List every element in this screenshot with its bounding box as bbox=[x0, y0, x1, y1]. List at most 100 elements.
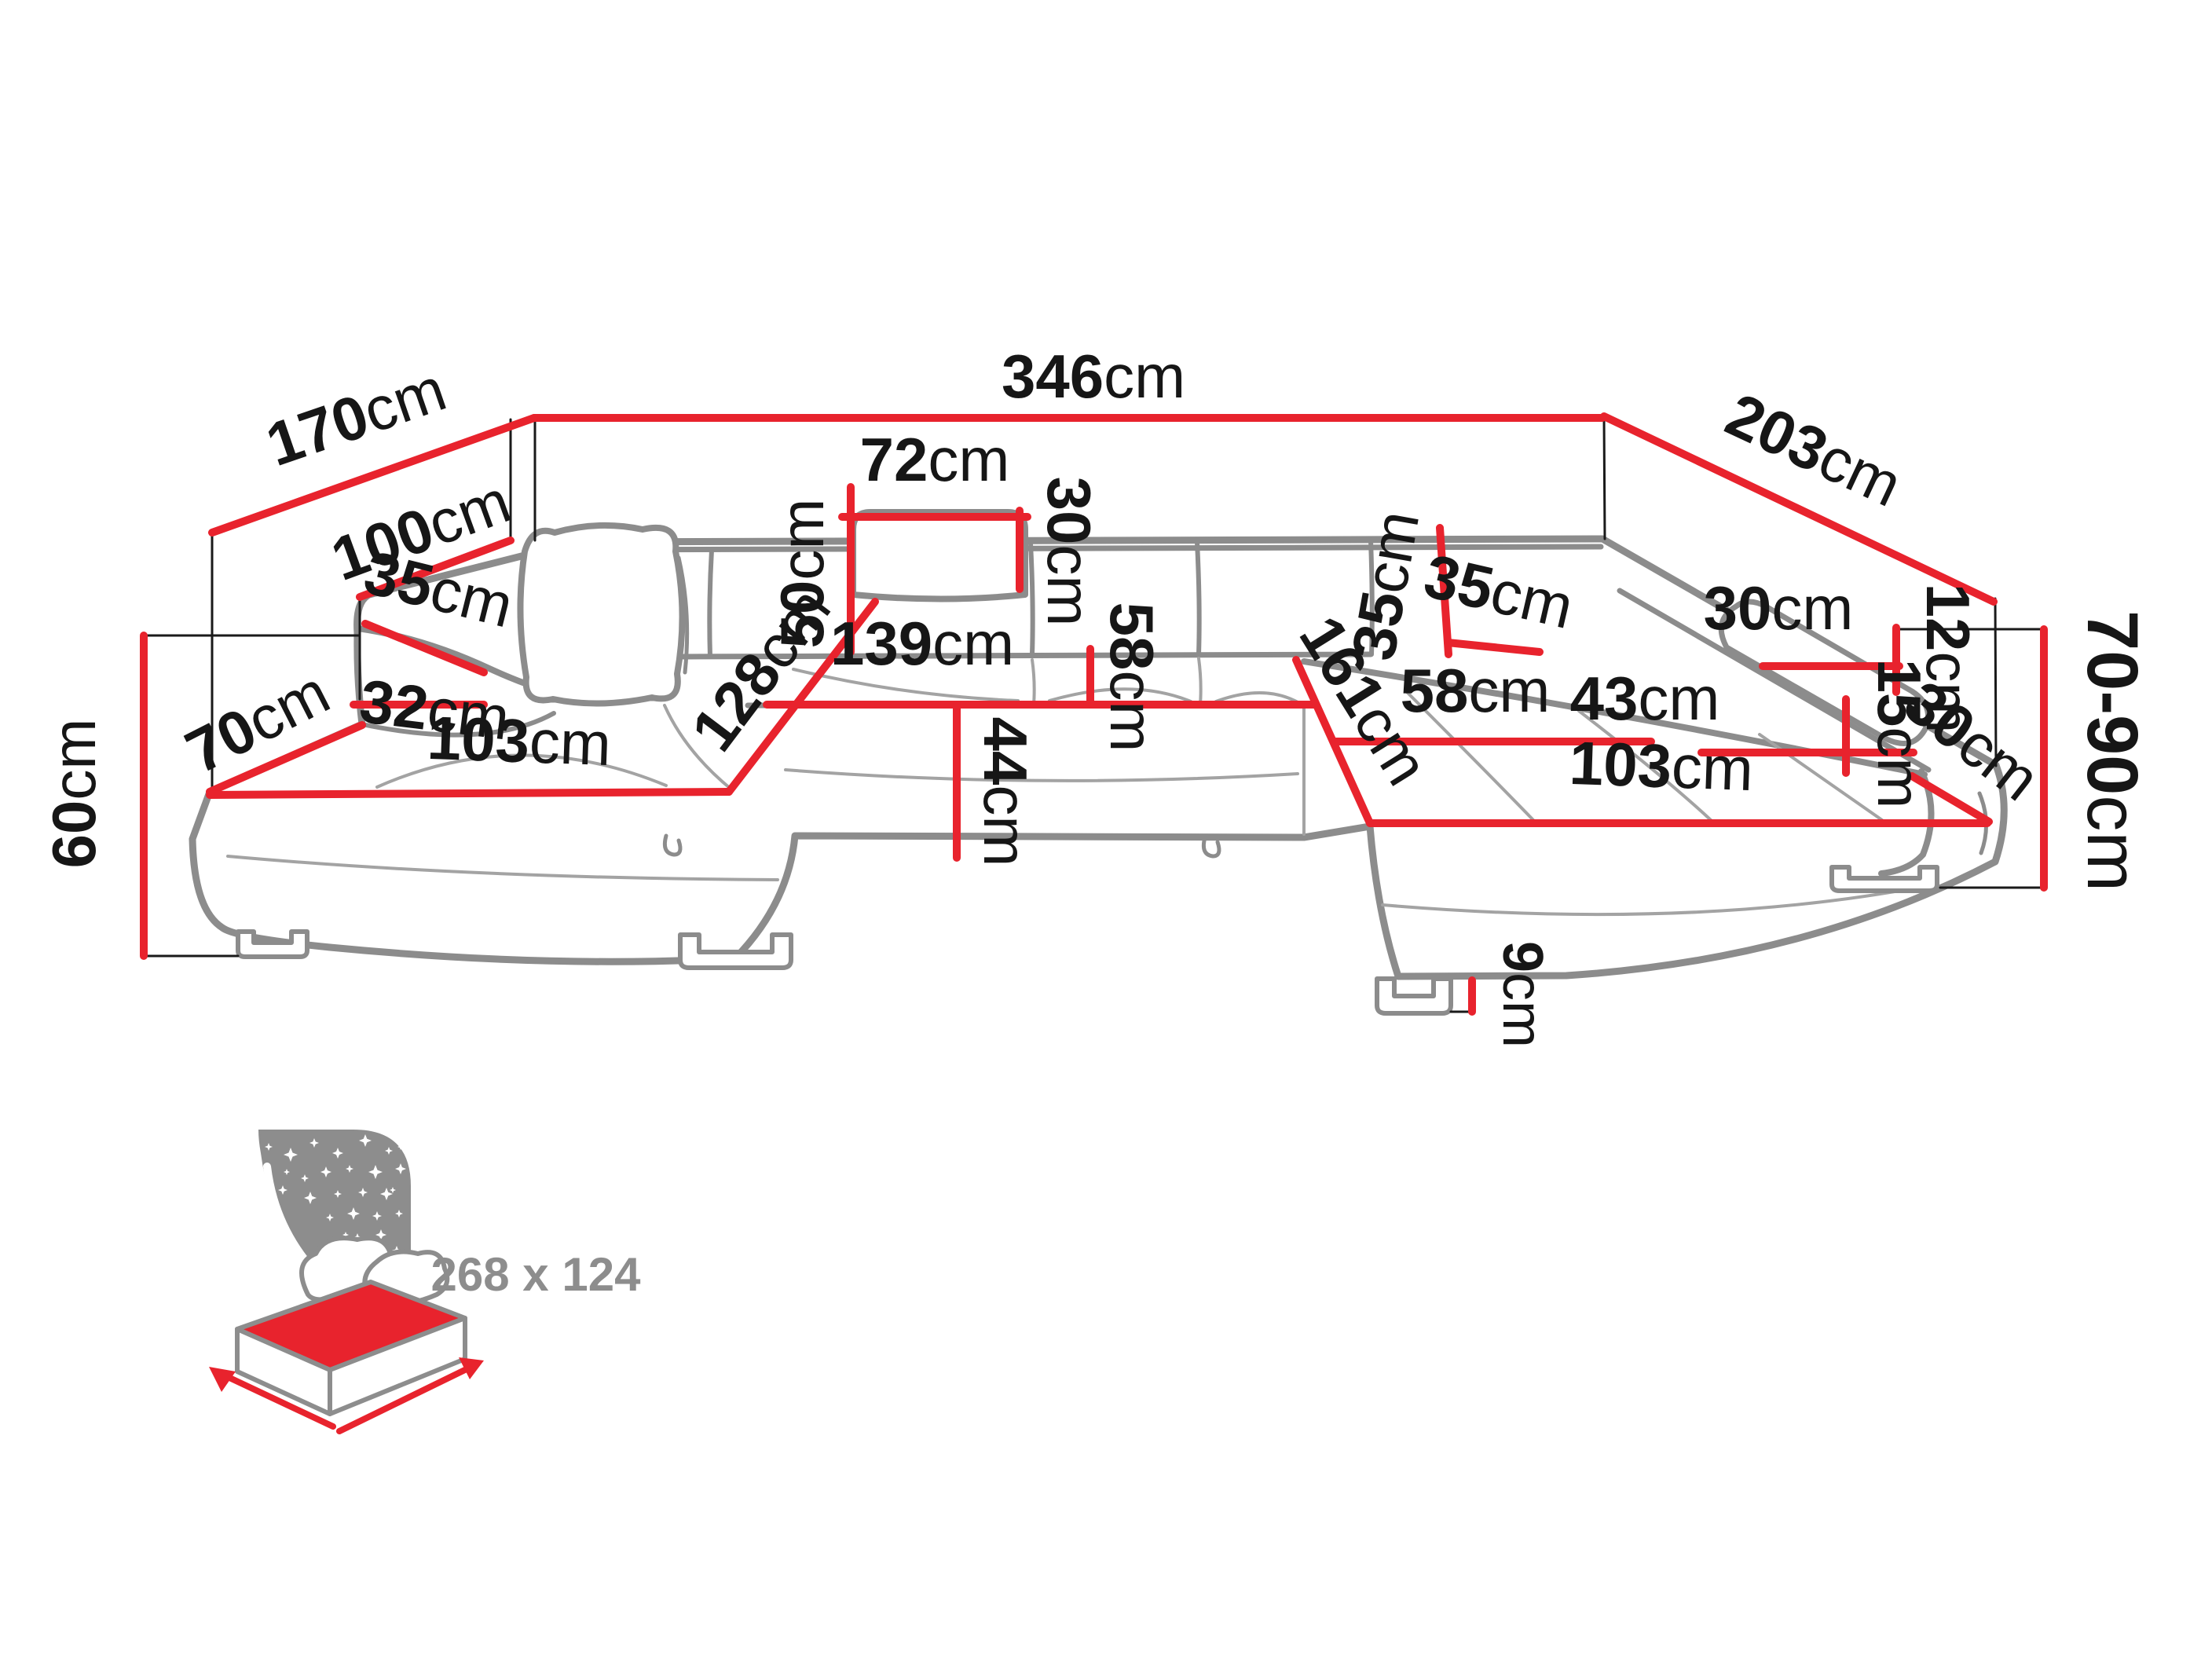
headrest-seam bbox=[707, 548, 714, 659]
chaise-right-tuft-arc bbox=[1404, 690, 1535, 822]
dimension-line-armrest-left-length bbox=[356, 537, 515, 601]
right-back-bolster bbox=[1718, 599, 1932, 746]
dimension-label-headrest-right-height: 35cm bbox=[1339, 506, 1433, 665]
length-arrow-icon bbox=[223, 1373, 336, 1430]
seat-tuft-arc bbox=[1214, 691, 1301, 705]
dimension-line-depth-left bbox=[208, 414, 538, 537]
dimension-label-back-gap-right: 15cm bbox=[1865, 659, 1934, 809]
dimension-label-seat-depth-right: 58cm bbox=[1401, 656, 1551, 725]
sofa-leg bbox=[1829, 865, 1939, 893]
dimension-label-seat-width-right: 103cm bbox=[1568, 728, 1754, 804]
armrest-left-front-line bbox=[360, 711, 556, 738]
star-icon bbox=[347, 1207, 360, 1220]
star-icon bbox=[309, 1138, 319, 1148]
star-icon bbox=[320, 1166, 331, 1177]
dimension-label-seat-cushion-height: 44cm bbox=[971, 717, 1040, 867]
star-icon bbox=[301, 1174, 309, 1182]
headrest-seam bbox=[1368, 538, 1375, 657]
adjustable-headrest bbox=[850, 509, 1028, 602]
star-icon bbox=[265, 1143, 273, 1151]
dimension-label-armrest-left-front: 32cm bbox=[356, 666, 513, 753]
chaise-left-tuft-arc bbox=[663, 704, 732, 790]
headrest-seam bbox=[1028, 541, 1035, 657]
dimension-label-depth-right: 203cm bbox=[1716, 379, 1912, 520]
star-icon bbox=[284, 1148, 298, 1162]
dimension-line-chaise-left-side bbox=[206, 721, 366, 796]
sofa-leg bbox=[1375, 976, 1453, 1016]
armrest-right-inner bbox=[1878, 768, 1935, 877]
dimension-label-back-width-right: 30cm bbox=[1704, 573, 1854, 643]
star-icon bbox=[395, 1210, 403, 1218]
dimension-line-armrest-left-top bbox=[361, 620, 488, 676]
dimension-line-headrest-right-height bbox=[1436, 524, 1452, 658]
dimension-label-seat-width-center: 139cm bbox=[830, 609, 1014, 678]
dimension-label-seat-width-left: 103cm bbox=[426, 703, 612, 778]
back-rail-line bbox=[578, 544, 1604, 553]
chaise-left-tuft-arc bbox=[375, 753, 668, 789]
dimension-label-armrest-left-top: 35cm bbox=[357, 537, 519, 641]
star-icon bbox=[359, 1134, 372, 1147]
dimension-label-headrest-width: 72cm bbox=[860, 425, 1010, 494]
right-back-inner-line bbox=[1617, 588, 1932, 773]
extension-line bbox=[1994, 597, 1998, 767]
star-icon bbox=[284, 1169, 290, 1175]
length-arrow-head bbox=[209, 1367, 236, 1392]
star-icon bbox=[385, 1147, 393, 1155]
headrest-seam bbox=[1195, 540, 1202, 657]
dimension-label-leg-height: 9cm bbox=[1491, 941, 1554, 1048]
star-icon bbox=[390, 1187, 396, 1193]
chaise-right-front-seam bbox=[1381, 884, 1928, 917]
dimension-label-seat-depth-center: 58cm bbox=[1097, 602, 1166, 753]
sofa-leg bbox=[678, 932, 793, 970]
dimension-label-depth-left: 170cm bbox=[258, 354, 454, 479]
star-icon bbox=[346, 1165, 353, 1173]
star-icon bbox=[368, 1165, 383, 1179]
star-icon bbox=[380, 1188, 393, 1200]
back-pillow bbox=[517, 522, 686, 707]
width-arrow-icon bbox=[336, 1364, 474, 1434]
star-icon bbox=[342, 1232, 349, 1238]
front-face-crease bbox=[784, 768, 1299, 782]
star-icon bbox=[358, 1188, 368, 1197]
star-icon bbox=[304, 1192, 317, 1204]
star-icon bbox=[395, 1163, 406, 1174]
dimension-label-total-width: 346cm bbox=[1002, 342, 1185, 411]
dimension-line-depth-right bbox=[1600, 412, 1998, 606]
chaise-left-front-seam bbox=[226, 855, 779, 881]
headrest-hinge-line bbox=[851, 592, 1027, 602]
dimension-label-back-top-right: 12cm bbox=[1914, 584, 1983, 734]
dimension-label-headrest-depth: 30cm bbox=[1035, 477, 1104, 627]
star-icon bbox=[397, 1144, 404, 1150]
sleeping-area-icon: 268 x 124 bbox=[209, 1130, 642, 1434]
headrest-bottom-line bbox=[680, 651, 1374, 660]
chaise-right-tuft-arc bbox=[1577, 709, 1712, 822]
seat-tuft-arc bbox=[1048, 687, 1192, 703]
dimension-label-seat-height: 60cm bbox=[39, 719, 108, 869]
dimension-line-armrest-right-width bbox=[1908, 772, 1993, 826]
dimension-label-back-cushion-right: 43cm bbox=[1570, 664, 1720, 733]
dimension-line-headrest-right-width bbox=[1444, 639, 1544, 656]
chaise-right-tuft-arc bbox=[1758, 733, 1884, 822]
star-icon bbox=[326, 1214, 334, 1221]
extension-lines bbox=[142, 416, 2045, 1013]
mechanism-hook bbox=[1201, 835, 1221, 859]
star-icon bbox=[372, 1211, 382, 1221]
dimension-line-seat-width-left bbox=[206, 788, 733, 799]
dimension-label-headrest-height: 50cm bbox=[767, 499, 837, 649]
right-back-seat-line bbox=[1301, 658, 1928, 778]
width-arrow-head bbox=[459, 1357, 484, 1379]
mechanism-hook bbox=[662, 833, 683, 857]
sofa-leg bbox=[236, 929, 309, 959]
sleeping-area-size: 268 x 124 bbox=[431, 1248, 642, 1301]
dimension-label-total-height: 70-90cm bbox=[2072, 610, 2152, 892]
dimension-lines bbox=[140, 412, 2048, 1016]
star-icon bbox=[375, 1229, 386, 1240]
back-pillow-edge bbox=[676, 555, 690, 675]
star-icon bbox=[278, 1185, 287, 1195]
star-icon bbox=[332, 1148, 343, 1159]
extension-line bbox=[1602, 416, 1606, 540]
star-icon bbox=[334, 1190, 342, 1198]
